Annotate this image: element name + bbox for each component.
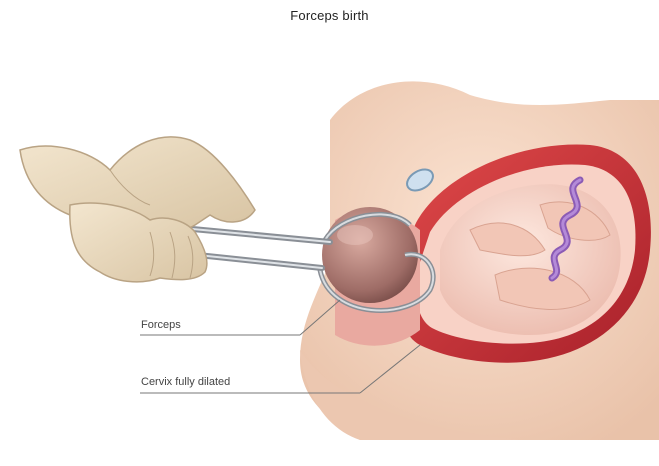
forceps-label: Forceps [141, 319, 181, 331]
cervix-label: Cervix fully dilated [141, 376, 230, 388]
